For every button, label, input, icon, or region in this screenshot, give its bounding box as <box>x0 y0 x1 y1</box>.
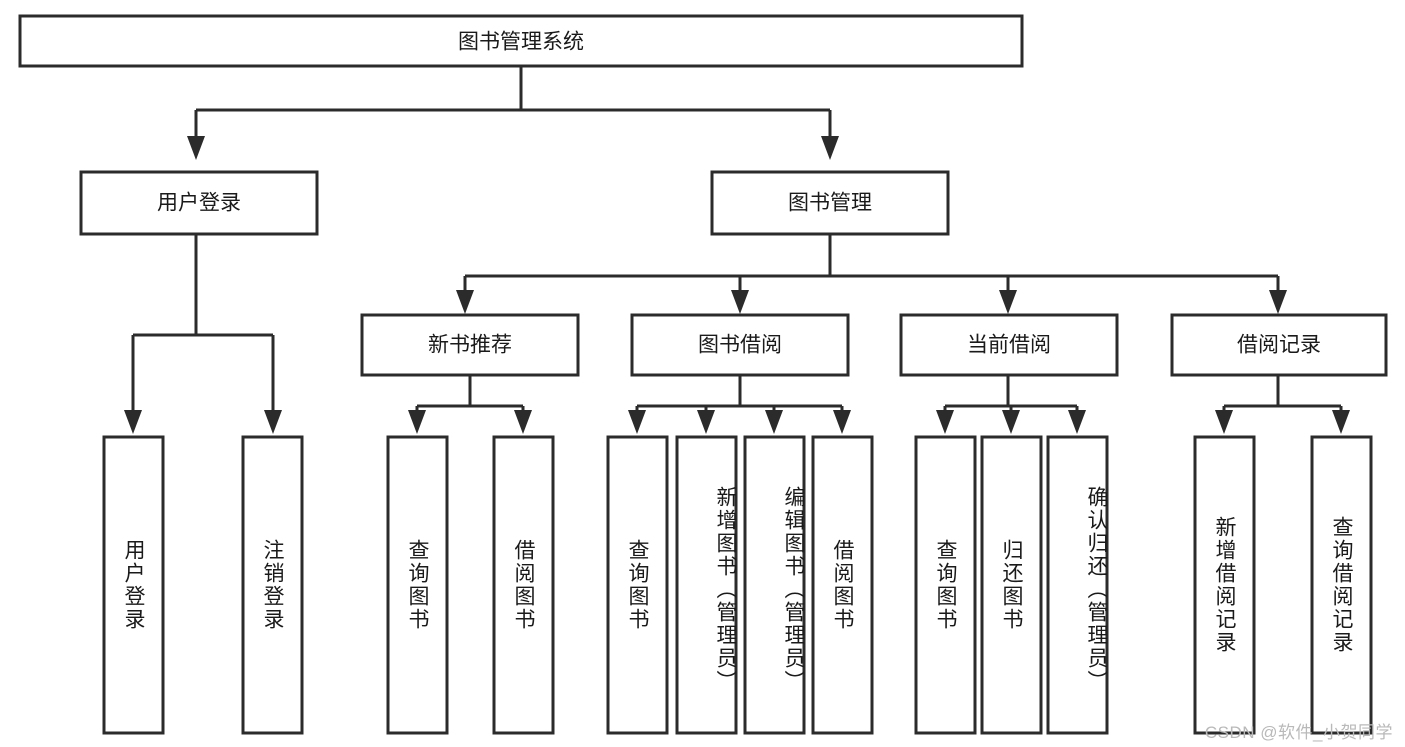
leaf-boxes <box>102 435 1373 735</box>
arrow-head-leaf-query-book-1 <box>408 410 426 434</box>
node-book-manage-box[interactable] <box>710 170 950 236</box>
node-user-login-box[interactable] <box>79 170 319 236</box>
connector-group-current-borrow <box>936 375 1086 434</box>
arrow-head-leaf-user-login <box>124 410 142 434</box>
connector-group-new-book-recommend <box>408 375 532 434</box>
node-current-borrow-box[interactable] <box>899 313 1119 377</box>
arrow-head-leaf-add-book <box>697 410 715 434</box>
node-user-login[interactable]: 用户登录 <box>79 170 319 236</box>
node-root-box[interactable] <box>18 14 1024 68</box>
arrow-head-user-login <box>187 136 205 160</box>
node-user-login-label: 用户登录 <box>157 192 241 215</box>
node-new-book-recommend-box[interactable] <box>360 313 580 377</box>
node-leaf-confirm-return-box[interactable] <box>1046 435 1109 735</box>
arrow-head-leaf-query-book-3 <box>936 410 954 434</box>
node-leaf-return-book-box[interactable] <box>980 435 1043 735</box>
arrow-head-leaf-edit-book <box>765 410 783 434</box>
arrow-head-book-borrow <box>731 290 749 314</box>
connector-group-book-manage <box>456 234 1287 314</box>
node-root[interactable]: 图书管理系统 <box>18 14 1024 68</box>
arrow-head-leaf-borrow-book-2 <box>833 410 851 434</box>
csdn-watermark: CSDN @软件_小贺同学 <box>1204 723 1393 742</box>
node-leaf-borrow-book-1-box[interactable] <box>492 435 555 735</box>
arrow-head-leaf-return-book <box>1002 410 1020 434</box>
node-root-label: 图书管理系统 <box>458 31 584 54</box>
arrow-head-leaf-add-record <box>1215 410 1233 434</box>
node-borrow-record-box[interactable] <box>1170 313 1388 377</box>
node-leaf-user-login-box[interactable] <box>102 435 165 735</box>
node-book-borrow[interactable]: 图书借阅 <box>630 313 850 377</box>
node-leaf-query-book-3-box[interactable] <box>914 435 977 735</box>
node-leaf-user-logout-box[interactable] <box>241 435 304 735</box>
arrow-head-current-borrow <box>999 290 1017 314</box>
node-leaf-add-book-box[interactable] <box>675 435 738 735</box>
connector-group-borrow-record <box>1215 375 1350 434</box>
connector-group-user-login <box>124 234 282 434</box>
arrow-head-leaf-user-logout <box>264 410 282 434</box>
arrow-head-leaf-confirm-return <box>1068 410 1086 434</box>
node-leaf-query-record-box[interactable] <box>1310 435 1373 735</box>
arrow-head-borrow-record <box>1269 290 1287 314</box>
node-leaf-query-book-1-box[interactable] <box>386 435 449 735</box>
arrow-head-book-manage <box>821 136 839 160</box>
arrow-head-leaf-query-record <box>1332 410 1350 434</box>
node-book-manage[interactable]: 图书管理 <box>710 170 950 236</box>
node-new-book-recommend-label: 新书推荐 <box>428 334 512 357</box>
arrow-head-leaf-query-book-2 <box>628 410 646 434</box>
node-book-borrow-box[interactable] <box>630 313 850 377</box>
arrow-head-leaf-borrow-book-1 <box>514 410 532 434</box>
node-book-manage-label: 图书管理 <box>788 192 872 215</box>
connector-group-root <box>187 66 839 160</box>
connector-group-book-borrow <box>628 375 851 434</box>
node-leaf-add-record-box[interactable] <box>1193 435 1256 735</box>
node-borrow-record-label: 借阅记录 <box>1237 334 1321 357</box>
node-leaf-borrow-book-2-box[interactable] <box>811 435 874 735</box>
node-current-borrow[interactable]: 当前借阅 <box>899 313 1119 377</box>
node-leaf-edit-book-box[interactable] <box>743 435 806 735</box>
node-current-borrow-label: 当前借阅 <box>967 334 1051 357</box>
node-book-borrow-label: 图书借阅 <box>698 334 782 357</box>
arrow-head-new-book-recommend <box>456 290 474 314</box>
node-leaf-query-book-2-box[interactable] <box>606 435 669 735</box>
node-borrow-record[interactable]: 借阅记录 <box>1170 313 1388 377</box>
node-new-book-recommend[interactable]: 新书推荐 <box>360 313 580 377</box>
